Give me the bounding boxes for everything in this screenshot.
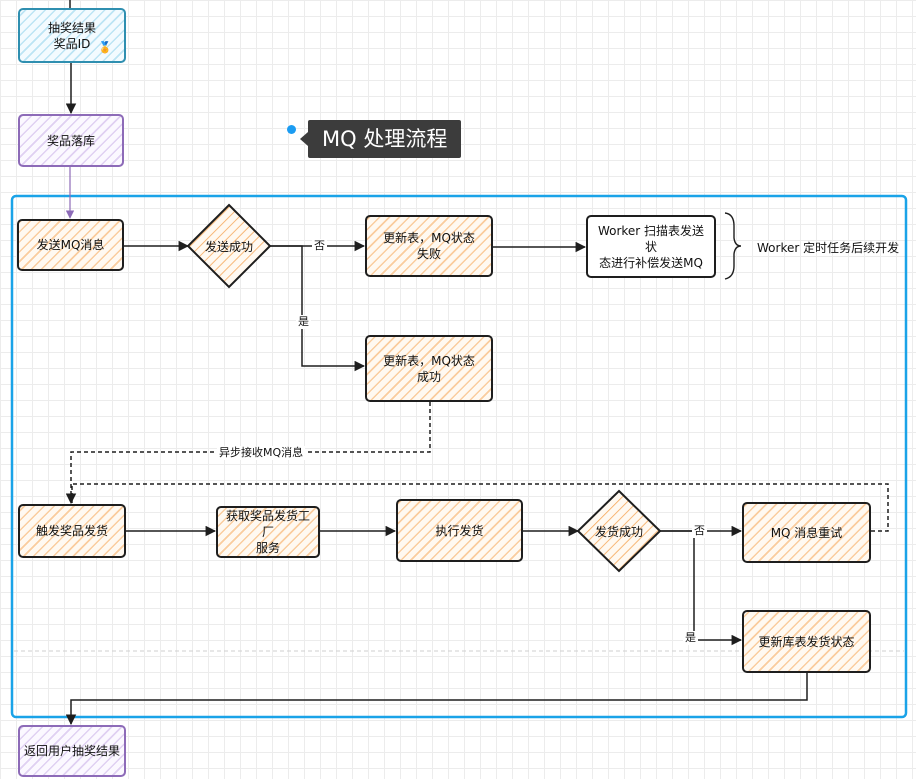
- node-return-result[interactable]: 返回用户抽奖结果: [18, 725, 126, 777]
- node-update-success-label: 更新表，MQ状态 成功: [383, 353, 475, 384]
- edge-label-async: 异步接收MQ消息: [217, 446, 306, 460]
- node-update-stock-label: 更新库表发货状态: [758, 634, 855, 649]
- node-get-factory[interactable]: 获取奖品发货工厂 服务: [216, 506, 320, 558]
- node-execute-ship[interactable]: 执行发货: [396, 499, 523, 562]
- node-send-mq[interactable]: 发送MQ消息: [17, 219, 124, 271]
- ship-success-diamond[interactable]: [576, 489, 662, 573]
- title-pointer: [300, 132, 308, 146]
- edge-check-to-stock: [660, 530, 743, 646]
- node-prize-save[interactable]: 奖品落库: [18, 114, 124, 167]
- node-update-fail[interactable]: 更新表，MQ状态 失败: [365, 215, 493, 277]
- node-send-mq-label: 发送MQ消息: [36, 238, 105, 252]
- edge-label-no-1: 否: [312, 239, 327, 253]
- edge-check-to-success: [270, 245, 366, 372]
- node-worker-scan-label: Worker 扫描表发送状 态进行补偿发送MQ: [597, 223, 705, 270]
- edge-success-to-trigger: [65, 402, 431, 505]
- send-success-label: 发送成功: [204, 239, 253, 254]
- node-get-factory-label: 获取奖品发货工厂 服务: [225, 509, 310, 555]
- node-trigger-ship[interactable]: 触发奖品发货: [18, 504, 126, 558]
- edge-label-yes-2: 是: [683, 631, 698, 645]
- worker-annotation: Worker 定时任务后续开发: [757, 241, 900, 255]
- ship-success-label: 发货成功: [594, 524, 643, 539]
- node-trigger-ship-label: 触发奖品发货: [35, 524, 108, 538]
- edge-label-no-2: 否: [692, 524, 707, 538]
- diagram-title: MQ 处理流程: [308, 120, 462, 158]
- node-update-fail-label: 更新表，MQ状态 失败: [383, 231, 475, 261]
- edge-label-yes-1: 是: [296, 315, 311, 329]
- node-lottery-result[interactable]: 抽奖结果 奖品ID🏅: [18, 8, 126, 63]
- node-worker-scan[interactable]: Worker 扫描表发送状 态进行补偿发送MQ: [586, 215, 716, 278]
- mq-process-container: [10, 194, 908, 719]
- node-mq-retry-label: MQ 消息重试: [770, 525, 843, 540]
- node-prize-save-label: 奖品落库: [46, 133, 95, 148]
- node-execute-ship-label: 执行发货: [435, 523, 484, 538]
- edge-retry-loop: [71, 483, 889, 532]
- send-success-diamond[interactable]: [186, 203, 272, 289]
- node-mq-retry[interactable]: MQ 消息重试: [742, 502, 871, 563]
- node-update-success[interactable]: 更新表，MQ状态 成功: [365, 335, 493, 402]
- node-return-result-label: 返回用户抽奖结果: [24, 744, 121, 758]
- node-update-stock[interactable]: 更新库表发货状态: [742, 610, 871, 673]
- edge-stock-to-return: [65, 673, 808, 726]
- node-lottery-result-label: 抽奖结果 奖品ID: [47, 20, 96, 51]
- medal-icon: 🏅: [98, 41, 112, 54]
- title-dot: [287, 125, 296, 134]
- worker-brace: [724, 212, 742, 280]
